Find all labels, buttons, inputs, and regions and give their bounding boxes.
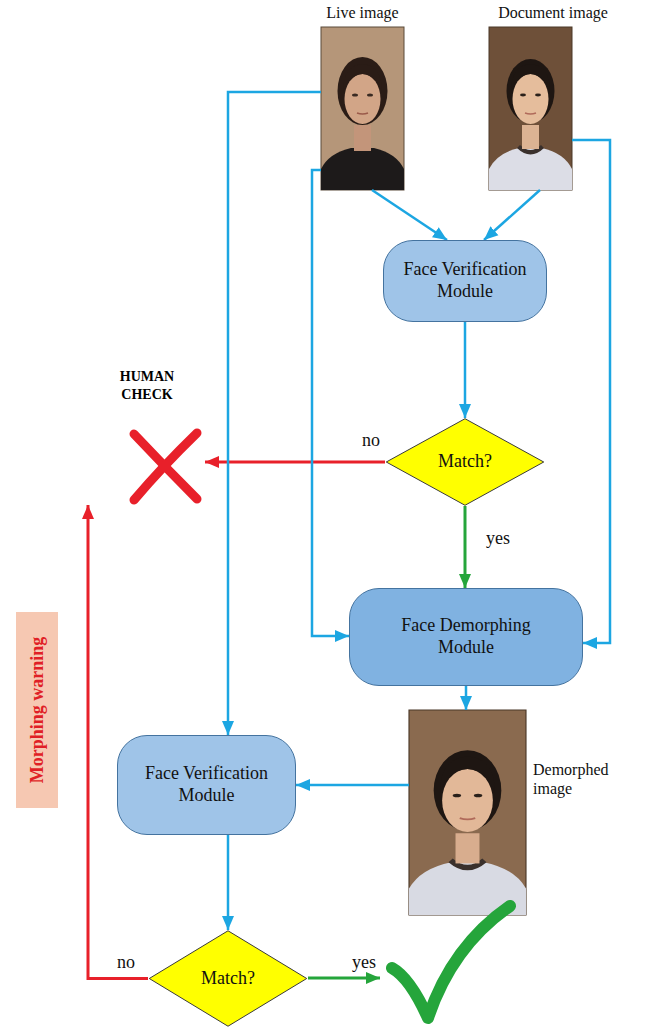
decision-label: Match? [438, 451, 492, 473]
decision-diamond: Match? [148, 930, 308, 1027]
face-photo [489, 27, 572, 190]
module-text: Face Demorphing Module [391, 615, 541, 658]
face-photo [409, 710, 526, 915]
human-check-text: HUMAN CHECK [108, 368, 186, 404]
demorphing-module: Face Demorphing Module [349, 588, 583, 686]
module-text: Face Verification Module [395, 259, 535, 302]
edge-label-holder: no [117, 952, 135, 973]
module-text: Face Verification Module [137, 763, 277, 806]
flow-arrow [228, 92, 321, 735]
accept-arrow [464, 506, 467, 588]
diamond-shape [386, 419, 543, 506]
edge-label: no [362, 430, 380, 451]
check-mark [392, 906, 510, 1018]
flow-arrow [296, 784, 409, 787]
diamond-shape [149, 931, 306, 1026]
yes-label-holder: yes [352, 952, 376, 973]
flow-arrow [227, 835, 230, 930]
edge-label: no [117, 952, 135, 973]
module-label: Face Demorphing Module [391, 615, 541, 658]
demorphed-image: Demorphed image [409, 710, 526, 915]
edge-label-holder: no [362, 430, 380, 451]
verification-module: Face Verification Module [117, 735, 296, 835]
caption-holder: Live image [301, 3, 424, 22]
flow-arrow [572, 140, 610, 643]
decision-diamond: Match? [385, 418, 545, 506]
yes-label: yes [352, 952, 376, 973]
flow-arrow [312, 170, 349, 636]
decision-label: Match? [201, 968, 255, 990]
flow-arrow [372, 190, 447, 240]
warning-rotator: Morphing warning [16, 612, 58, 808]
red-cross [134, 433, 197, 500]
document-image: Document image [489, 27, 572, 190]
module-label: Face Verification Module [137, 763, 277, 806]
check-label: HUMAN CHECK [108, 368, 186, 404]
photo-caption: Demorphed image [533, 760, 615, 798]
verification-module: Face Verification Module [383, 240, 547, 322]
live-image: Live image [321, 27, 404, 190]
flow-arrow [484, 190, 540, 240]
photo-caption: Live image [301, 3, 424, 22]
module-label: Face Verification Module [395, 259, 535, 302]
face-photo [321, 27, 404, 190]
human-check: HUMAN CHECK [80, 365, 205, 505]
morphing-warning: Morphing warning [27, 637, 48, 784]
reject-arrow [205, 461, 385, 464]
decision-text: Match? [438, 451, 492, 473]
decision-text: Match? [201, 968, 255, 990]
edge-label: yes [486, 528, 510, 549]
caption-holder: Document image [483, 3, 623, 22]
flow-arrow [465, 686, 468, 710]
photo-caption: Document image [483, 3, 623, 22]
caption-holder: Demorphed image [533, 760, 615, 798]
flow-arrow [464, 322, 467, 418]
accept-arrow [308, 977, 380, 980]
edge-label-holder: yes [486, 528, 510, 549]
morphing-warning-holder: Morphing warning [16, 612, 58, 808]
